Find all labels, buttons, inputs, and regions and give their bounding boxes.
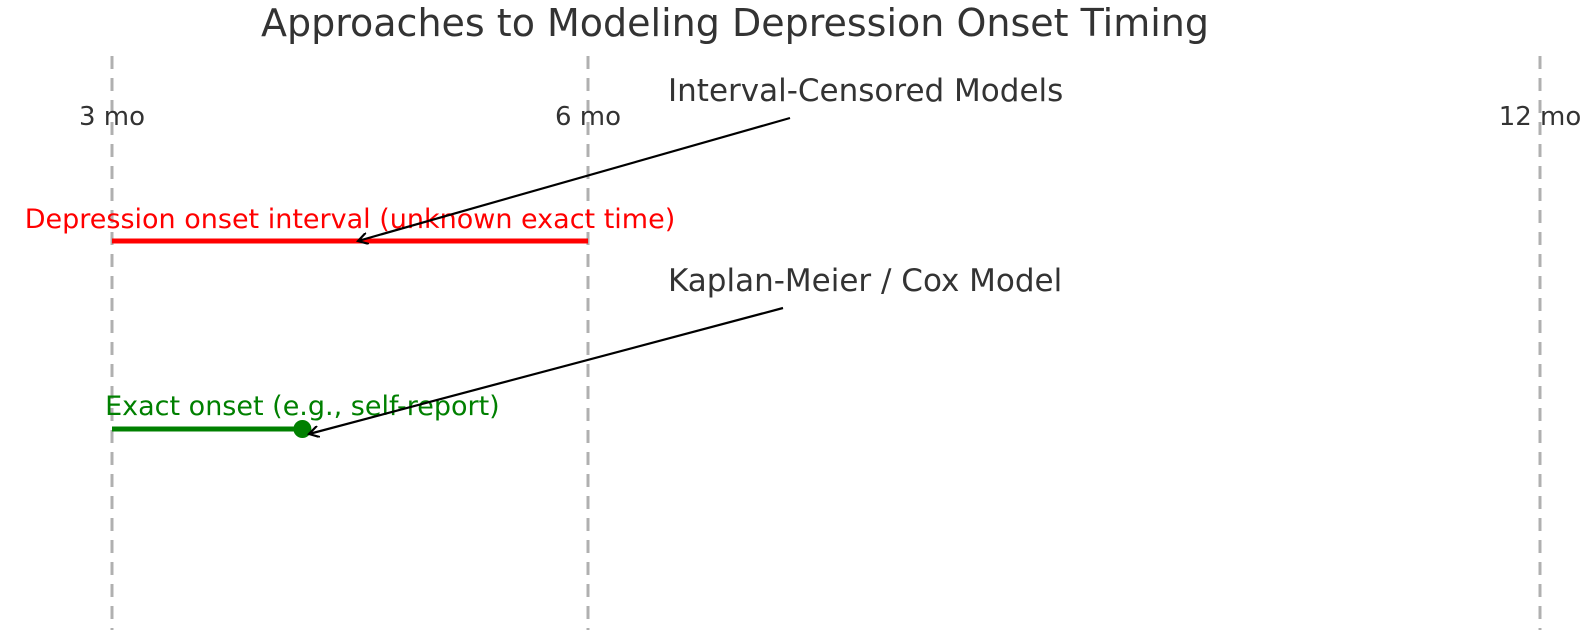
exact-model-arrow <box>309 306 784 434</box>
onset-interval-label: Depression onset interval (unknown exact… <box>25 204 676 235</box>
timepoint-label-3-mo: 3 mo <box>79 102 145 132</box>
kaplan-meier-cox-model-label: Kaplan-Meier / Cox Model <box>668 263 1062 299</box>
diagram-title: Approaches to Modeling Depression Onset … <box>261 1 1209 45</box>
exact-onset-point <box>293 420 312 438</box>
exact-onset-label: Exact onset (e.g., self-report) <box>105 391 500 422</box>
timepoint-label-6-mo: 6 mo <box>555 102 621 132</box>
interval-model-arrow <box>358 116 791 241</box>
interval-censored-models-label: Interval-Censored Models <box>668 73 1063 109</box>
timepoint-label-12-mo: 12 mo <box>1499 102 1582 132</box>
